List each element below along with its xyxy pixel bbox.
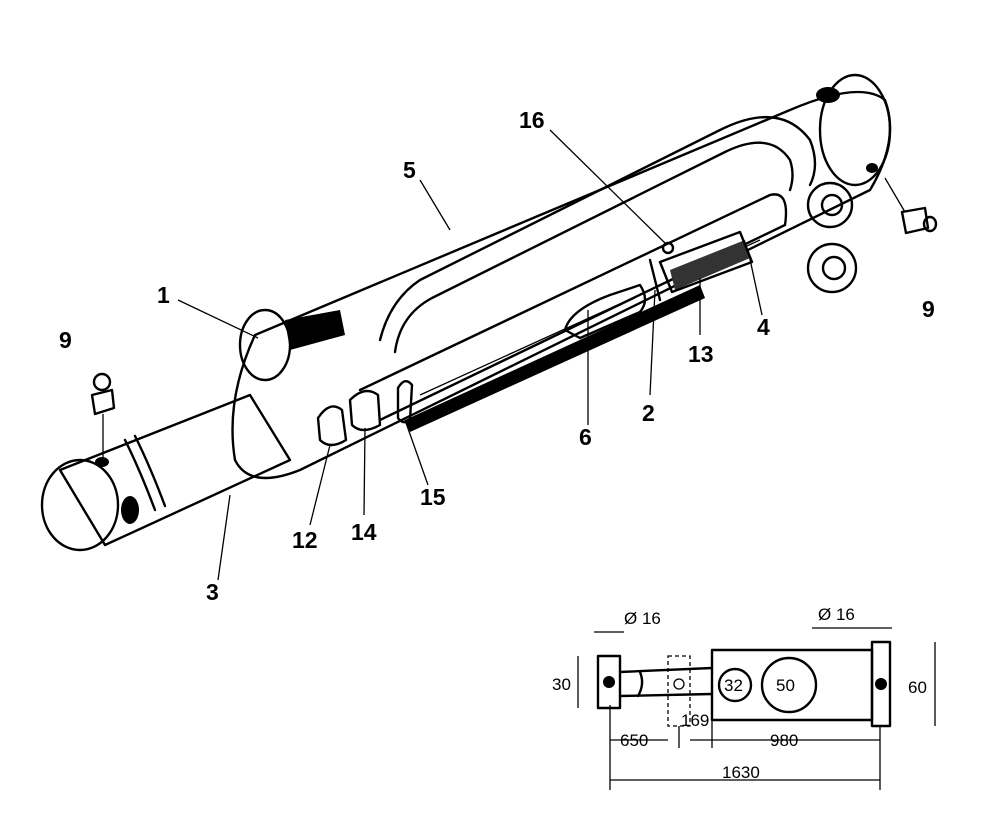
dim-rod-dia: 32 (724, 676, 743, 695)
callout-3: 3 (206, 579, 219, 605)
dim-bore-dia: 50 (776, 676, 795, 695)
grease-nipple-right (884, 177, 938, 235)
cylinder-illustration (40, 73, 938, 552)
dim-stroke: 650 (620, 731, 648, 750)
callout-9-right: 9 (922, 296, 935, 322)
dim-body-len: 980 (770, 731, 798, 750)
callout-labels: 1 2 3 4 5 6 9 9 12 13 14 15 16 (59, 107, 935, 605)
callout-4: 4 (757, 314, 770, 340)
dim-height-right: 60 (908, 678, 927, 697)
callout-13: 13 (688, 341, 714, 367)
callout-2: 2 (642, 400, 655, 426)
callout-16: 16 (519, 107, 545, 133)
callout-12: 12 (292, 527, 318, 553)
leader-lines (177, 129, 763, 581)
port-upper (806, 181, 854, 229)
grease-nipple-left (90, 372, 116, 460)
callout-6: 6 (579, 424, 592, 450)
dim-total-len: 1630 (722, 763, 760, 782)
dim-offset: 169 (681, 711, 709, 730)
callout-9-left: 9 (59, 327, 72, 353)
callout-1: 1 (157, 282, 170, 308)
callout-15: 15 (420, 484, 446, 510)
callout-5: 5 (403, 157, 416, 183)
dimension-drawing: Ø 16 Ø 16 30 60 32 50 169 650 980 1630 (552, 605, 936, 790)
dim-height-left: 30 (552, 675, 571, 694)
callout-14: 14 (351, 519, 377, 545)
port-lower (806, 242, 858, 294)
dim-pin-dia-right: Ø 16 (818, 605, 855, 624)
dim-pin-dia-left: Ø 16 (624, 609, 661, 628)
